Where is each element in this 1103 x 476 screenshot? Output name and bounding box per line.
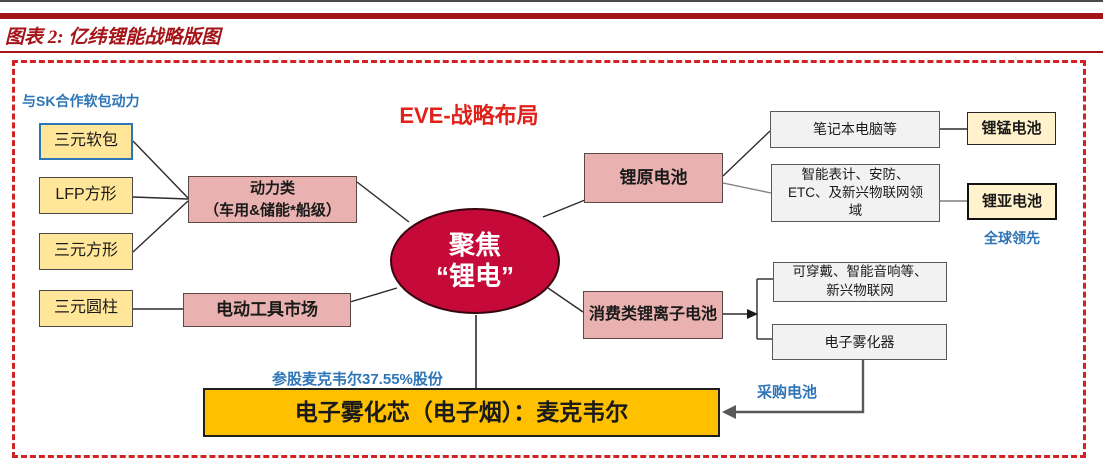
smoore-stake-note: 参股麦克韦尔37.55%股份 [272,371,443,388]
global-leader-note: 全球领先 [984,230,1040,246]
node-smart-meter-iot: 智能表计、安防、ETC、及新兴物联网领域 [771,164,940,222]
title-underline-rule [0,51,1103,53]
node-laptop: 笔记本电脑等 [770,111,940,148]
node-wearables-iot: 可穿戴、智能音响等、新兴物联网 [773,262,947,302]
node-e-atomizer: 电子雾化器 [772,324,947,360]
figure-title: 图表 2: 亿纬锂能战略版图 [5,27,221,48]
sk-partnership-note: 与SK合作软包动力 [22,93,140,109]
node-power-tools-market: 电动工具市场 [183,293,351,327]
diagram-title: EVE-战略布局 [399,103,539,128]
diagram-dashed-frame [12,60,1086,458]
node-li-mn-battery: 锂锰电池 [967,112,1056,145]
node-power-category: 动力类（车用&储能*船级） [188,176,357,223]
node-li-socl2-battery: 锂亚电池 [967,183,1057,220]
node-ternary-prismatic: 三元方形 [39,233,133,270]
purchase-battery-note: 采购电池 [757,384,818,401]
node-lfp-prismatic: LFP方形 [39,177,133,214]
page-top-rule [0,0,1103,2]
node-focus-lithium-ellipse: 聚焦“锂电” [390,208,560,314]
node-lithium-primary-battery: 锂原电池 [584,153,723,203]
node-ternary-cylindrical: 三元圆柱 [39,290,133,327]
node-ternary-pouch: 三元软包 [39,123,133,160]
node-smoore-atomizer-chip: 电子雾化芯（电子烟）：麦克韦尔 [203,388,720,437]
node-consumer-li-ion: 消费类锂离子电池 [583,291,723,339]
header-red-bar [0,13,1103,19]
